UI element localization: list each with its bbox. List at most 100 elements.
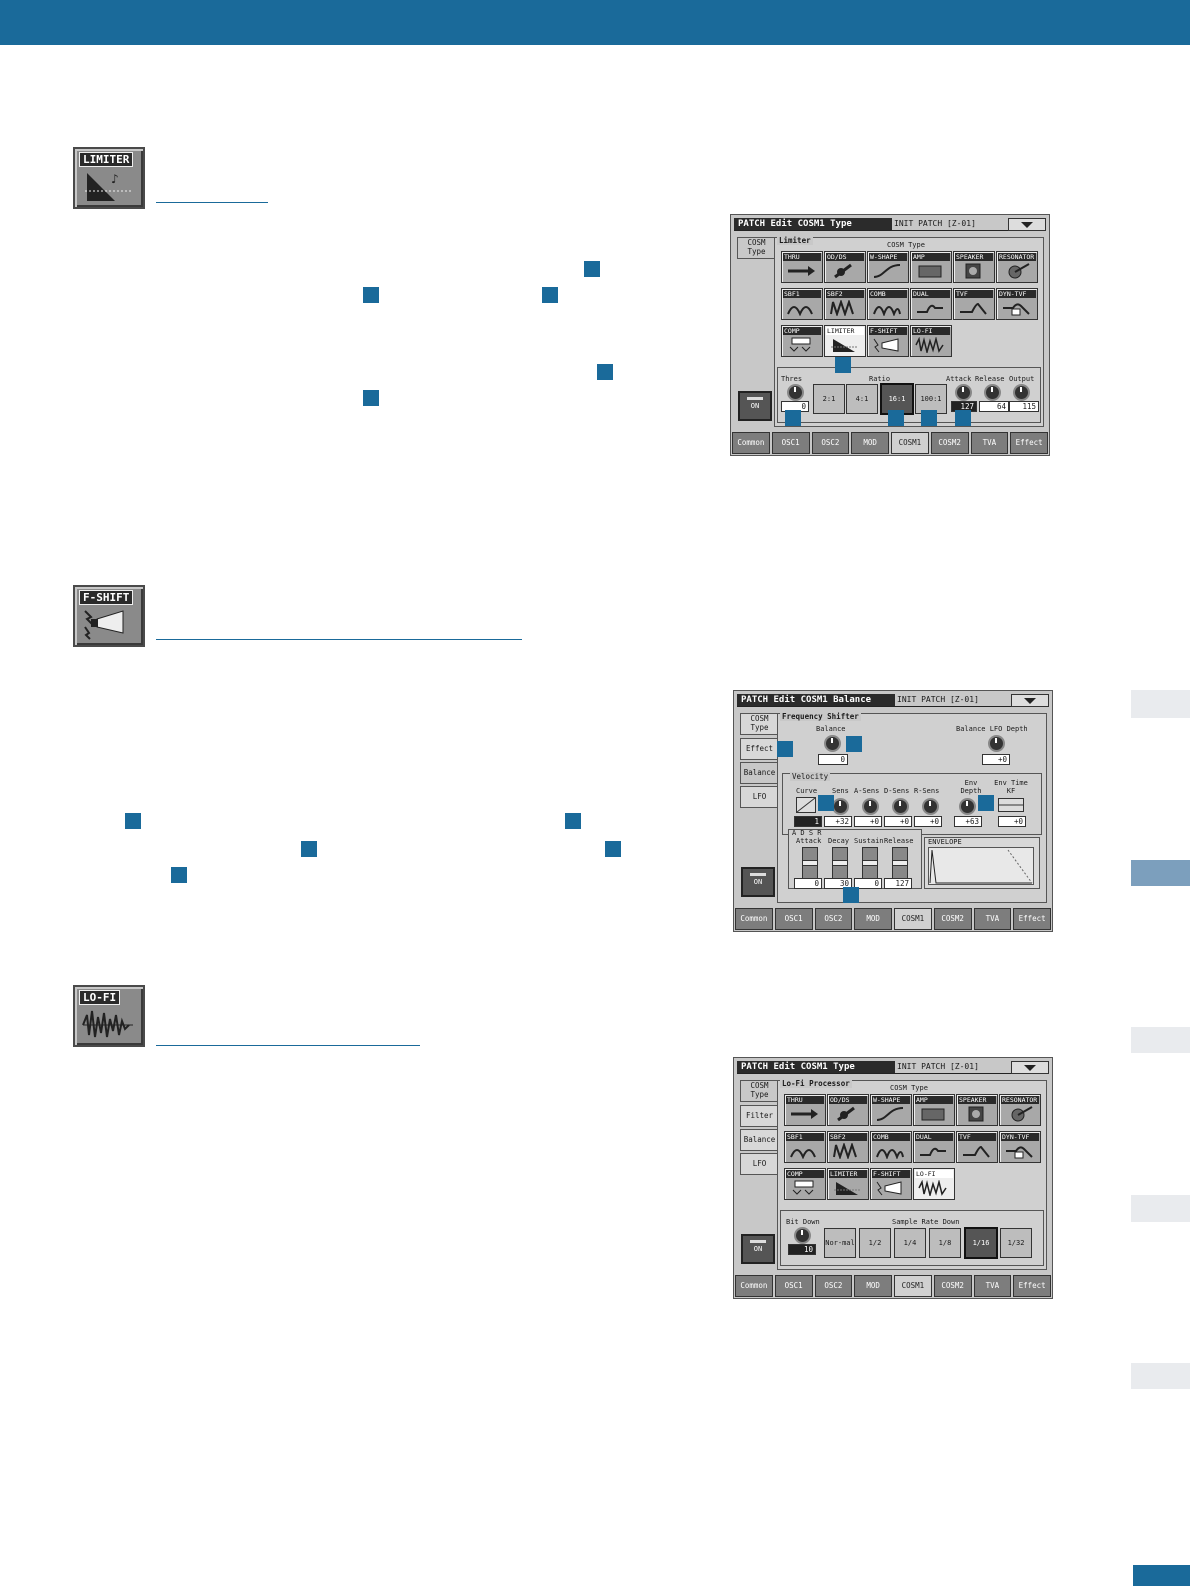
bitdown-value[interactable]: 10: [788, 1244, 816, 1255]
bottom-tab-tva[interactable]: TVA: [970, 432, 1009, 454]
rate-button[interactable]: 1/32: [1000, 1228, 1032, 1258]
tab-cosm-type[interactable]: COSM Type: [740, 1080, 778, 1102]
chevron-down-icon[interactable]: [1011, 694, 1049, 707]
cosm-type-button-tvf[interactable]: TVF: [953, 288, 995, 320]
balance-value[interactable]: 0: [818, 754, 848, 765]
cosm-type-button-sbf2[interactable]: SBF2: [824, 288, 866, 320]
release-value[interactable]: 127: [884, 878, 912, 889]
cosm-type-button-od-ds[interactable]: OD/DS: [827, 1094, 869, 1126]
rate-button[interactable]: 1/8: [929, 1228, 961, 1258]
cosm-type-button-od-ds[interactable]: OD/DS: [824, 251, 866, 283]
side-index-tab[interactable]: [1131, 690, 1190, 718]
bottom-tab-effect[interactable]: Effect: [1010, 432, 1048, 454]
bottom-tab-common[interactable]: Common: [735, 1275, 773, 1297]
bottom-tab-osc2[interactable]: OSC2: [811, 432, 850, 454]
curve-icon[interactable]: [796, 797, 816, 813]
bottom-tab-cosm2[interactable]: COSM2: [933, 908, 972, 930]
bottom-tab-tva[interactable]: TVA: [973, 908, 1012, 930]
cosm-type-button-lo-fi[interactable]: LO-FI: [913, 1168, 955, 1200]
cosm-type-button-sbf1[interactable]: SBF1: [784, 1131, 826, 1163]
sens-value[interactable]: +32: [824, 816, 852, 827]
dsens-knob[interactable]: [892, 798, 909, 815]
ratio-button-selected[interactable]: 16:1: [880, 383, 914, 415]
on-button[interactable]: ON: [738, 391, 772, 421]
curve-value[interactable]: 1: [794, 816, 822, 827]
cosm-type-button-speaker[interactable]: SPEAKER: [956, 1094, 998, 1126]
on-button[interactable]: ON: [741, 1234, 775, 1264]
tab-lfo[interactable]: LFO: [740, 1153, 779, 1175]
cosm-type-button-sbf2[interactable]: SBF2: [827, 1131, 869, 1163]
output-knob[interactable]: [1013, 384, 1030, 401]
cosm-type-button-limiter[interactable]: LIMITER: [827, 1168, 869, 1200]
sens-knob[interactable]: [832, 798, 849, 815]
cosm-type-button-w-shape[interactable]: W-SHAPE: [867, 251, 909, 283]
env-depth-value[interactable]: +63: [954, 816, 982, 827]
cosm-type-button-sbf1[interactable]: SBF1: [781, 288, 823, 320]
bottom-tab-mod[interactable]: MOD: [851, 432, 889, 454]
rate-button[interactable]: 1/2: [859, 1228, 891, 1258]
rsens-knob[interactable]: [922, 798, 939, 815]
cosm-type-button-thru[interactable]: THRU: [784, 1094, 826, 1126]
attack-knob[interactable]: [955, 384, 972, 401]
env-depth-knob[interactable]: [959, 798, 976, 815]
bottom-tab-effect[interactable]: Effect: [1013, 908, 1051, 930]
cosm-type-button-comb[interactable]: COMB: [867, 288, 909, 320]
release-value[interactable]: 64: [979, 401, 1009, 412]
release-fader[interactable]: [892, 847, 908, 879]
sustain-fader[interactable]: [862, 847, 878, 879]
cosm-type-button-tvf[interactable]: TVF: [956, 1131, 998, 1163]
rate-button[interactable]: 1/4: [894, 1228, 926, 1258]
cosm-type-button-speaker[interactable]: SPEAKER: [953, 251, 995, 283]
cosm-type-button-resonator[interactable]: RESONATOR: [996, 251, 1038, 283]
rsens-value[interactable]: +0: [914, 816, 942, 827]
cosm-type-button-amp[interactable]: AMP: [910, 251, 952, 283]
cosm-type-button-amp[interactable]: AMP: [913, 1094, 955, 1126]
rate-button[interactable]: Nor-mal: [824, 1228, 856, 1258]
env-timekf-value[interactable]: +0: [998, 816, 1026, 827]
cosm-type-button-dyn-tvf[interactable]: DYN-TVF: [999, 1131, 1041, 1163]
bottom-tab-osc1[interactable]: OSC1: [774, 1275, 813, 1297]
balance-lfo-value[interactable]: +0: [982, 754, 1010, 765]
tab-balance[interactable]: Balance: [740, 1129, 779, 1151]
balance-lfo-knob[interactable]: [988, 735, 1005, 752]
cosm-type-button-f-shift[interactable]: F-SHIFT: [870, 1168, 912, 1200]
env-timekf-icon[interactable]: [998, 798, 1024, 812]
on-button[interactable]: ON: [741, 867, 775, 897]
bitdown-knob[interactable]: [794, 1227, 811, 1244]
ratio-button[interactable]: 2:1: [813, 384, 845, 414]
cosm-type-button-resonator[interactable]: RESONATOR: [999, 1094, 1041, 1126]
side-index-tab[interactable]: [1131, 1195, 1190, 1222]
dsens-value[interactable]: +0: [884, 816, 912, 827]
balance-knob[interactable]: [824, 735, 841, 752]
cosm-type-button-comp[interactable]: COMP: [781, 325, 823, 357]
ratio-button[interactable]: 4:1: [846, 384, 878, 414]
bottom-tab-osc1[interactable]: OSC1: [774, 908, 813, 930]
decay-value[interactable]: 30: [824, 878, 852, 889]
tab-balance[interactable]: Balance: [740, 762, 778, 784]
bottom-tab-tva[interactable]: TVA: [973, 1275, 1012, 1297]
side-index-tab[interactable]: [1131, 1363, 1190, 1389]
release-knob[interactable]: [984, 384, 1001, 401]
cosm-type-button-limiter[interactable]: LIMITER: [824, 325, 866, 357]
cosm-type-button-lo-fi[interactable]: LO-FI: [910, 325, 952, 357]
cosm-type-button-thru[interactable]: THRU: [781, 251, 823, 283]
chevron-down-icon[interactable]: [1008, 218, 1046, 231]
thres-knob[interactable]: [787, 384, 804, 401]
bottom-tab-osc1[interactable]: OSC1: [771, 432, 810, 454]
cosm-type-button-dyn-tvf[interactable]: DYN-TVF: [996, 288, 1038, 320]
bottom-tab-cosm1[interactable]: COSM1: [894, 1275, 932, 1297]
tab-cosm-type[interactable]: COSM Type: [737, 237, 775, 259]
cosm-type-button-comb[interactable]: COMB: [870, 1131, 912, 1163]
bottom-tab-cosm1[interactable]: COSM1: [891, 432, 929, 454]
bottom-tab-mod[interactable]: MOD: [854, 1275, 892, 1297]
bottom-tab-common[interactable]: Common: [732, 432, 770, 454]
bottom-tab-cosm1[interactable]: COSM1: [894, 908, 932, 930]
rate-button-selected[interactable]: 1/16: [964, 1227, 998, 1259]
bottom-tab-cosm2[interactable]: COSM2: [930, 432, 969, 454]
attack-fader[interactable]: [802, 847, 818, 879]
decay-fader[interactable]: [832, 847, 848, 879]
side-index-tab-active[interactable]: [1131, 860, 1190, 886]
ratio-button[interactable]: 100:1: [915, 384, 947, 414]
attack-value[interactable]: 0: [794, 878, 822, 889]
tab-lfo[interactable]: LFO: [740, 786, 779, 808]
